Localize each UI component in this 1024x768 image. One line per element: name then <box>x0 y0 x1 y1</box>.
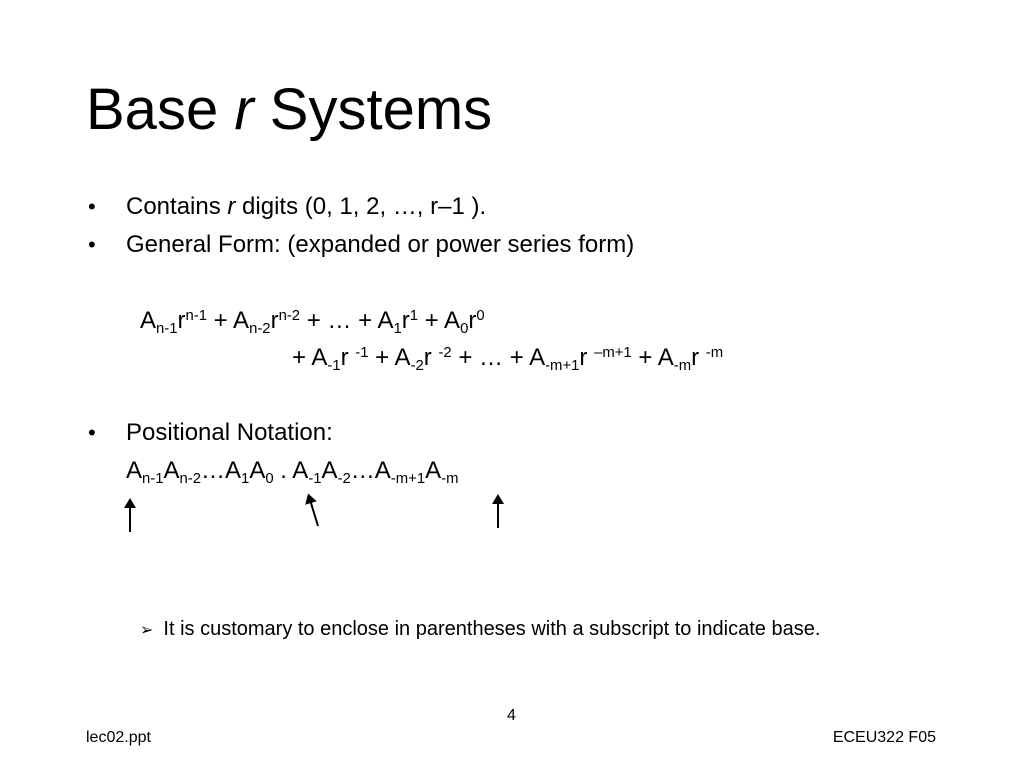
bullet-text: Positional Notation: <box>126 419 333 446</box>
arrow-up-icon <box>492 494 504 528</box>
title-text-end: Systems <box>253 77 493 142</box>
equation-line-1: An-1rn-1 + An-2rn-2 + … + A1r1 + A0r0 <box>140 307 485 337</box>
bullet-dot: • <box>88 420 96 445</box>
title-text-start: Base <box>86 77 235 142</box>
title-italic-r: r <box>234 77 254 142</box>
bullet-dot: • <box>88 232 96 257</box>
footer-filename: lec02.ppt <box>86 729 151 746</box>
sub-bullet-text: It is customary to enclose in parenthese… <box>163 618 821 640</box>
arrow-bullet-icon: ➢ <box>140 620 154 639</box>
arrow-up-icon <box>309 500 319 527</box>
bullet-item-digits: • Contains r digits (0, 1, 2, …, r–1 ). <box>0 192 1024 222</box>
bullet-text: General Form: (expanded or power series … <box>126 231 635 258</box>
sub-bullet-item: ➢ It is customary to enclose in parenthes… <box>140 616 820 643</box>
arrow-up-icon <box>124 498 136 532</box>
slide-title: Base r Systems <box>86 74 492 146</box>
footer-course: ECEU322 F05 <box>832 729 936 746</box>
equation-line-2: + A-1r -1 + A-2r -2 + … + A-m+1r –m+1 + … <box>292 344 724 374</box>
bullet-item-general-form: • General Form: (expanded or power serie… <box>0 230 1024 260</box>
page-number: 4 <box>507 707 516 724</box>
bullet-text: Contains r digits (0, 1, 2, …, r–1 ). <box>126 193 487 220</box>
positional-notation-expression: An-1An-2…A1A0 . A-1A-2…A-m+1A-m <box>126 457 459 487</box>
bullet-dot: • <box>88 194 96 219</box>
bullet-item-positional: • Positional Notation: <box>0 418 1024 448</box>
